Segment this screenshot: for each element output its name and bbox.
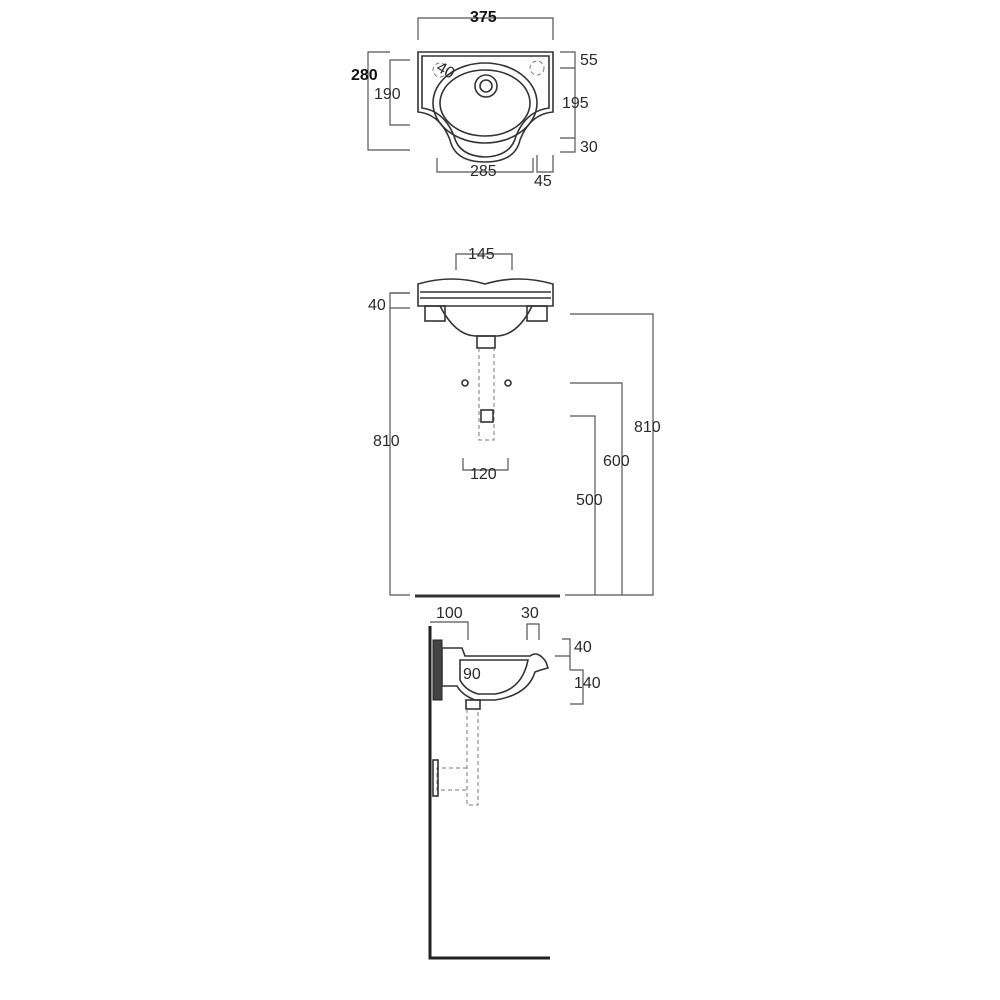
dim-100-line <box>430 621 469 640</box>
dim-375-line <box>417 17 554 40</box>
dim-30-side-line <box>526 623 540 640</box>
drain-hole <box>474 74 498 98</box>
dim-30-line <box>560 138 576 153</box>
wall-bracket <box>432 639 443 701</box>
dim-55-label: 55 <box>580 52 598 69</box>
dim-55-line <box>560 51 576 69</box>
dim-30-label: 30 <box>580 139 598 156</box>
right-fixing-bolt <box>504 379 512 387</box>
left-fixing-bolt <box>461 379 469 387</box>
front-view: 145 40 810 810 600 500 120 <box>368 246 661 598</box>
side-trap-branch <box>436 767 467 791</box>
side-waste-outlet <box>465 699 481 710</box>
basin-front-rim <box>417 278 554 307</box>
side-view: 100 30 90 40 140 <box>428 605 601 960</box>
dim-40-side-label: 40 <box>574 639 592 656</box>
side-trap-pipe <box>466 709 479 806</box>
bowl-top-inner <box>439 69 531 137</box>
tap-hole-mark: 40 <box>433 59 457 83</box>
dim-40-front-line <box>390 292 410 309</box>
dim-120-label: 120 <box>470 466 497 483</box>
dim-810-left-line <box>389 292 410 596</box>
waste-outlet <box>476 335 496 349</box>
right-bracket <box>526 305 548 322</box>
dim-810-right-line <box>565 313 654 596</box>
side-wall-flange <box>432 759 439 797</box>
dim-45-line <box>536 155 554 173</box>
dim-810-left-label: 810 <box>373 433 400 450</box>
right-tap-hole <box>529 60 545 76</box>
dim-375-label: 375 <box>470 9 497 26</box>
dim-190-label: 190 <box>374 86 401 103</box>
dim-40-front-label: 40 <box>368 297 386 314</box>
dim-120-line <box>462 458 509 471</box>
top-view: 40 375 280 190 55 195 30 285 45 <box>351 9 598 190</box>
waste-junction <box>480 409 494 423</box>
dim-285-line <box>436 158 534 173</box>
dim-600-label: 600 <box>603 453 630 470</box>
dim-145-label: 145 <box>468 246 495 263</box>
dim-600-line <box>570 382 623 595</box>
dim-145-line <box>455 253 513 270</box>
bowl-underside <box>439 305 533 337</box>
dim-100-label: 100 <box>436 605 463 622</box>
dim-30-side-label: 30 <box>521 605 539 622</box>
dim-190-line <box>389 59 410 126</box>
basin-top-outline-inner <box>421 55 550 158</box>
dim-40-side-line <box>555 638 571 670</box>
dim-280-line <box>367 51 410 151</box>
bowl-top <box>432 62 538 144</box>
dim-810-right-label: 810 <box>634 419 661 436</box>
dim-500-line <box>570 415 596 595</box>
basin-side-profile <box>441 647 550 701</box>
dim-90-label: 90 <box>463 666 481 683</box>
dim-45-label: 45 <box>534 173 552 190</box>
dim-500-label: 500 <box>576 492 603 509</box>
dim-140-line <box>570 669 584 705</box>
dim-195-label: 195 <box>562 95 589 112</box>
drain-hole-inner <box>479 79 493 93</box>
waste-pipe <box>478 348 495 441</box>
dim-140-label: 140 <box>574 675 601 692</box>
dim-280-label: 280 <box>351 67 378 84</box>
left-tap-hole <box>432 62 448 78</box>
basin-side-inner <box>459 659 529 695</box>
wall <box>428 626 550 960</box>
dim-285-label: 285 <box>470 163 497 180</box>
